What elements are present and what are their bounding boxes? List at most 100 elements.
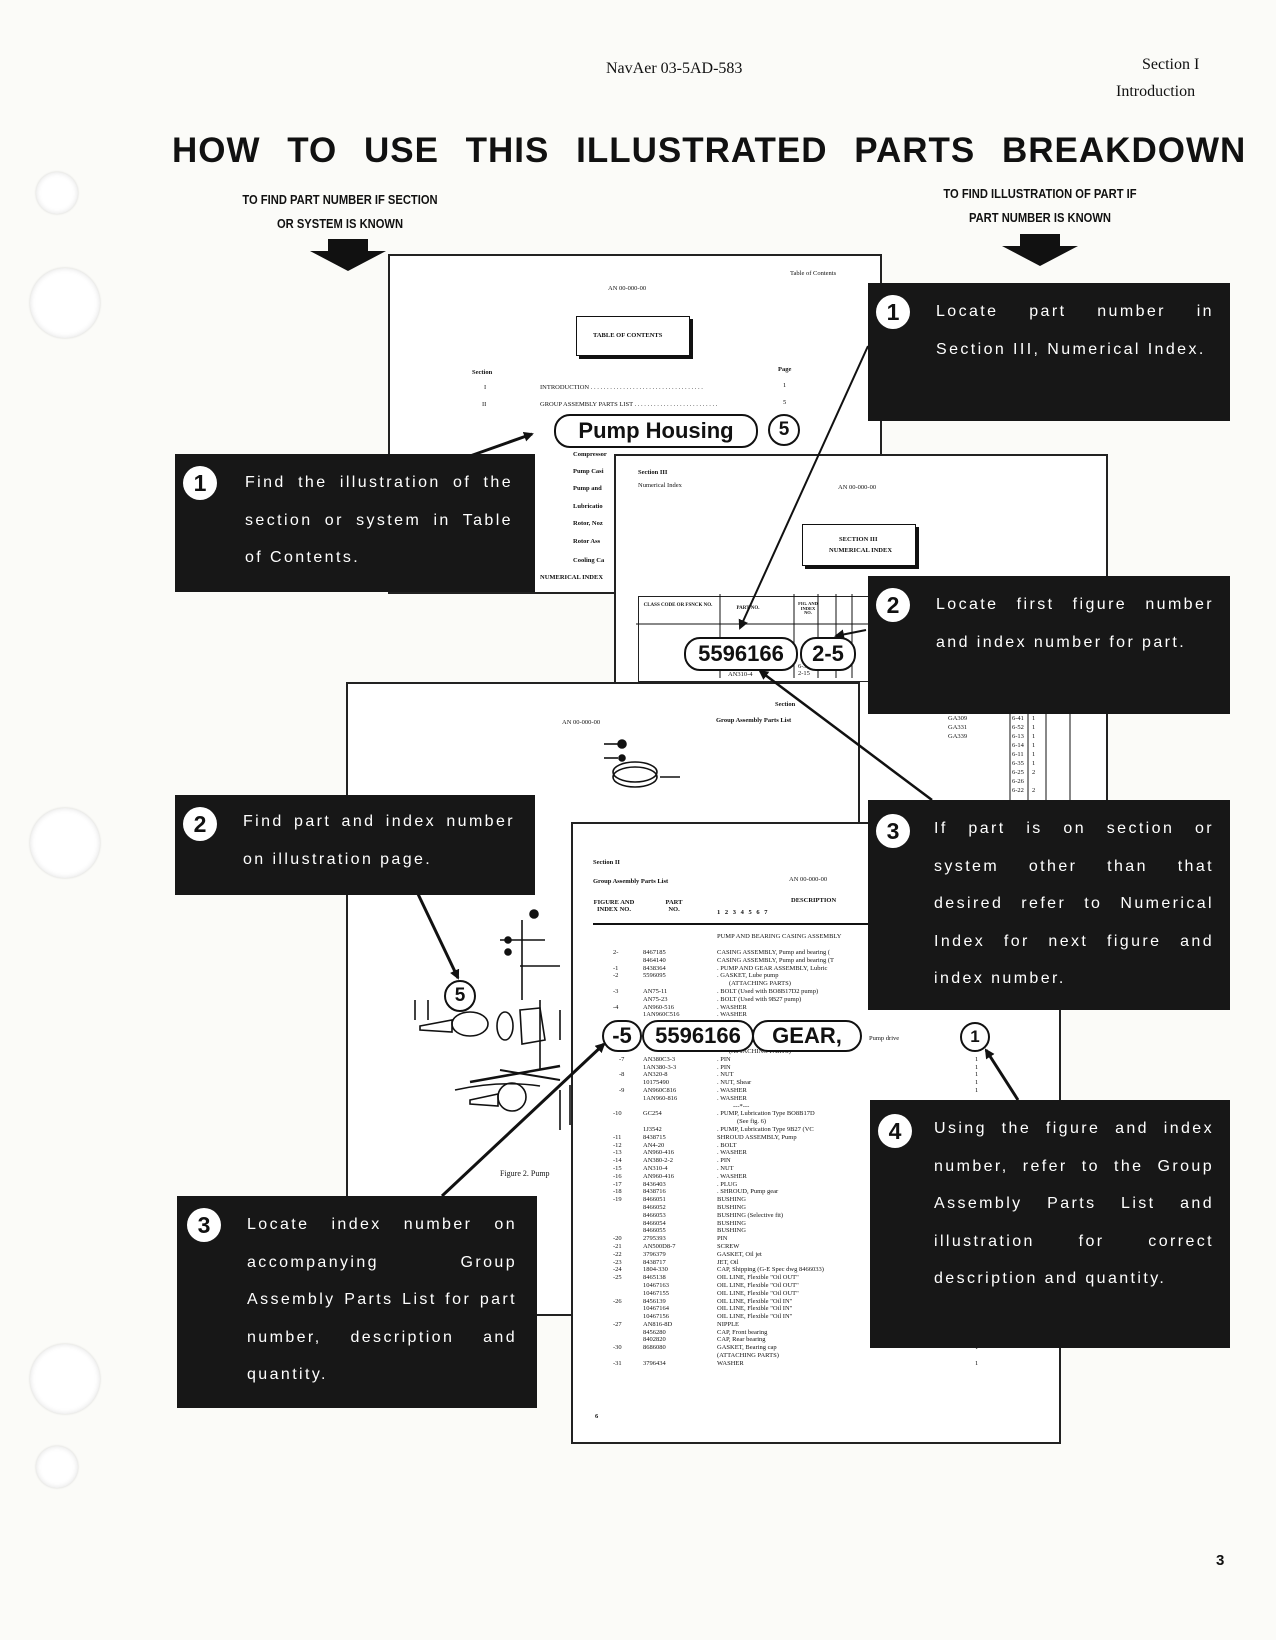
toc-entry: Compressor bbox=[573, 451, 607, 458]
gapl-idx: -24 bbox=[613, 1266, 622, 1274]
gapl-desc: BUSHING bbox=[717, 1196, 746, 1204]
gapl-desc: ---*--- bbox=[733, 1102, 750, 1110]
gapl-desc: . NUT bbox=[717, 1164, 734, 1172]
toc-row-title: GROUP ASSEMBLY PARTS LIST . . . . . . . … bbox=[540, 401, 718, 408]
ni-row-qty: 1 bbox=[1032, 742, 1036, 749]
gapl-desc: . PUMP, Lubrication Type 9B27 (VC bbox=[717, 1125, 814, 1133]
gapl-part: AN310-4 bbox=[643, 1164, 668, 1172]
gapl-desc: . PIN bbox=[717, 1055, 731, 1063]
ni-row-fig: 6-41 bbox=[1012, 715, 1024, 722]
gapl-part: 8466054 bbox=[643, 1219, 666, 1227]
gapl-desc: . WASHER bbox=[717, 1003, 747, 1011]
step-number-badge: 2 bbox=[876, 588, 910, 622]
gapl-part: 1J3542 bbox=[643, 1125, 662, 1133]
page-title: HOW TO USE THIS ILLUSTRATED PARTS BREAKD… bbox=[172, 131, 1247, 170]
gapl-idx: -30 bbox=[613, 1344, 622, 1352]
gapl-desc: . PUMP, Lubrication Type BO8B17D bbox=[717, 1110, 815, 1118]
subtitle-right: TO FIND ILLUSTRATION OF PART IF PART NUM… bbox=[943, 186, 1137, 225]
gapl-section: Section II bbox=[593, 859, 620, 866]
gapl-header-rule bbox=[593, 923, 1059, 925]
gapl-qty: 1 bbox=[975, 1079, 979, 1087]
gapl-part: 8438715 bbox=[643, 1133, 666, 1141]
doc-number: NavAer 03-5AD-583 bbox=[606, 60, 743, 77]
gear-index-callout: -5 bbox=[602, 1020, 642, 1052]
step-number-badge: 1 bbox=[183, 466, 217, 500]
toc-entry: Rotor Ass bbox=[573, 538, 601, 545]
gapl-col-desc: DESCRIPTION bbox=[791, 897, 837, 904]
ni-box-title-2: NUMERICAL INDEX bbox=[829, 547, 893, 554]
gapl-part: 10467156 bbox=[643, 1313, 669, 1321]
toc-entry: Lubricatio bbox=[573, 503, 603, 510]
ni-row-qty: 1 bbox=[1032, 760, 1036, 767]
gear-desc-callout: GEAR, bbox=[752, 1020, 862, 1052]
gapl-qty: 1 bbox=[975, 1071, 979, 1079]
gapl-desc: OIL LINE, Flexible "Oil OUT" bbox=[717, 1281, 799, 1289]
toc-doc-number: AN 00-000-00 bbox=[608, 285, 647, 292]
step-number-badge: 2 bbox=[183, 807, 217, 841]
right-step-1: 1 Locate part number in Section III, Num… bbox=[868, 283, 1230, 421]
gapl-desc: OIL LINE, Flexible "Oil OUT" bbox=[717, 1289, 799, 1297]
gapl-desc: BUSHING bbox=[717, 1203, 746, 1211]
gapl-part: AN960C816 bbox=[643, 1086, 677, 1094]
step-number-badge: 3 bbox=[187, 1208, 221, 1242]
gapl-desc: . BOLT bbox=[717, 1141, 737, 1149]
gapl-idx: -10 bbox=[613, 1110, 622, 1118]
ni-doc-number: AN 00-000-00 bbox=[838, 484, 877, 491]
left-step-2: 2 Find part and index number on illustra… bbox=[175, 795, 535, 895]
gapl-desc: . BOLT (Used with BO8B17D2 pump) bbox=[717, 987, 819, 995]
page-number: 3 bbox=[1216, 1552, 1225, 1569]
gapl-idx: -12 bbox=[613, 1141, 622, 1149]
toc-title: TABLE OF CONTENTS bbox=[593, 332, 663, 339]
gapl-idx: -7 bbox=[619, 1055, 625, 1063]
right-step-3: 3 If part is on section or system other … bbox=[868, 800, 1230, 1010]
illus-section: Section bbox=[775, 701, 796, 708]
figure-index-callout: 2-5 bbox=[800, 637, 856, 671]
gapl-part: 8456139 bbox=[643, 1297, 666, 1305]
ni-title: Numerical Index bbox=[638, 482, 682, 489]
gapl-qty: 1 bbox=[975, 1063, 979, 1071]
ni-row-qty: 2 bbox=[1032, 769, 1036, 776]
gapl-desc: . SHROUD, Pump gear bbox=[717, 1188, 779, 1196]
gapl-idx: -27 bbox=[613, 1320, 622, 1328]
gapl-desc: CAP, Shipping (G-E Spec dwg 8466033) bbox=[717, 1266, 824, 1274]
gapl-doc-number: AN 00-000-00 bbox=[789, 876, 828, 883]
gapl-idx: 2- bbox=[613, 949, 619, 956]
gapl-desc: . WASHER bbox=[717, 1149, 747, 1157]
gapl-desc: CAP, Rear bearing bbox=[717, 1336, 766, 1344]
gapl-desc: . WASHER bbox=[717, 1011, 747, 1019]
gapl-idx: -2 bbox=[613, 972, 619, 980]
right-step-4: 4 Using the figure and index number, ref… bbox=[870, 1100, 1230, 1348]
gapl-qty: 1 bbox=[975, 1359, 979, 1367]
gapl-desc: CASING ASSEMBLY, Pump and bearing (T bbox=[717, 956, 834, 964]
step-number-badge: 1 bbox=[876, 295, 910, 329]
gapl-desc: . BOLT (Used with 9B27 pump) bbox=[717, 995, 802, 1003]
gapl-part: AN320-8 bbox=[643, 1071, 668, 1079]
gapl-idx: -9 bbox=[619, 1086, 625, 1094]
gapl-desc: GASKET, Oil jet bbox=[717, 1250, 762, 1258]
binder-hole bbox=[30, 808, 100, 878]
gapl-desc: . PUMP AND GEAR ASSEMBLY, Lubric bbox=[717, 964, 828, 972]
ni-row-fig: 6-52 bbox=[1012, 724, 1024, 731]
toc-entry: Pump and bbox=[573, 485, 602, 492]
ni-section: Section III bbox=[638, 469, 668, 476]
gapl-part: AN816-8D bbox=[643, 1320, 673, 1328]
gapl-col-fig: FIGURE AND INDEX NO. bbox=[593, 899, 635, 913]
ni-row-fig: 6-26 bbox=[1012, 778, 1024, 785]
gapl-desc: . PIN bbox=[717, 1063, 731, 1071]
gapl-idx: -3 bbox=[613, 987, 619, 995]
gapl-part: AN500D8-7 bbox=[643, 1242, 676, 1250]
section-label: Section I bbox=[1142, 56, 1200, 73]
gapl-desc: . WASHER bbox=[717, 1094, 747, 1102]
gapl-desc: (ATTACHING PARTS) bbox=[729, 1048, 791, 1055]
gapl-idx: -8 bbox=[619, 1071, 625, 1079]
illus-doc-number: AN 00-000-00 bbox=[562, 719, 601, 726]
gapl-part: 1AN380-3-3 bbox=[643, 1063, 677, 1071]
gapl-desc: BUSHING bbox=[717, 1227, 746, 1235]
ni-row-qty: 1 bbox=[1032, 724, 1036, 731]
gapl-idx: -20 bbox=[613, 1235, 622, 1243]
toc-row-page: 5 bbox=[783, 399, 787, 406]
gapl-part: 8456280 bbox=[643, 1328, 666, 1336]
step-number-badge: 4 bbox=[878, 1114, 912, 1148]
step-text: Locate index number on accompanying Grou… bbox=[247, 1216, 517, 1383]
